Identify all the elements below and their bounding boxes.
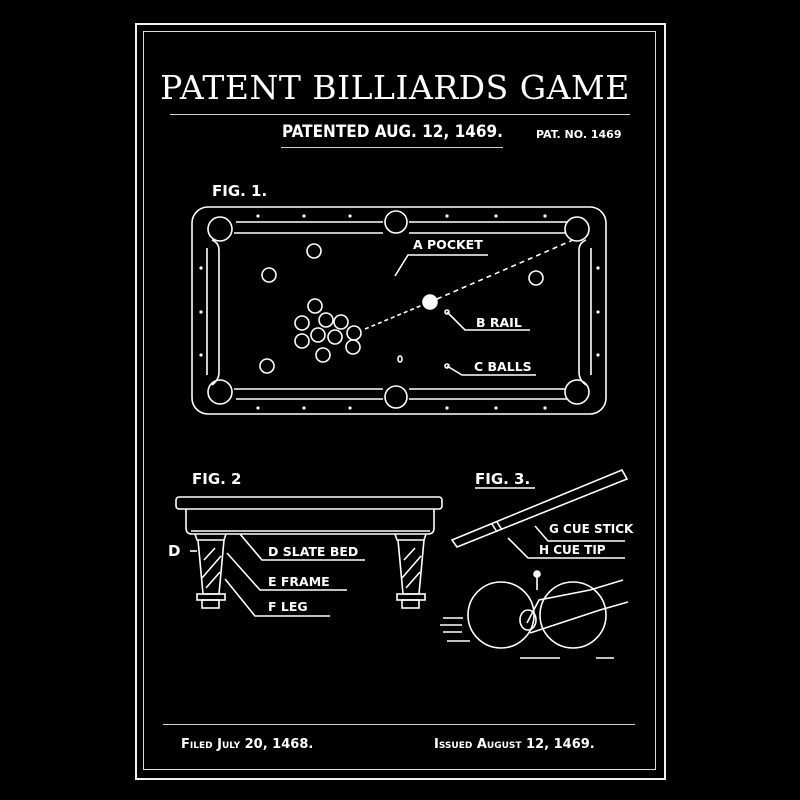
- callout-e-frame: E FRAME: [268, 574, 330, 589]
- cue-stick-and-balls: [440, 468, 629, 659]
- callout-b-rail: B RAIL: [476, 315, 522, 330]
- pool-table-top-view: [191, 206, 607, 415]
- fig3-label: FIG. 3.: [475, 470, 531, 488]
- callout-a-pocket: A POCKET: [413, 237, 483, 252]
- fig1-label: FIG. 1.: [212, 182, 268, 200]
- callout-g-cue-stick: G CUE STICK: [549, 522, 634, 536]
- footer-divider: [163, 724, 635, 725]
- callout-c-balls: C BALLS: [474, 359, 532, 374]
- title-divider: [170, 114, 630, 115]
- fig2-label: FIG. 2: [192, 470, 242, 488]
- filed-date: Filed July 20, 1468.: [181, 737, 314, 752]
- issued-date: Issued August 12, 1469.: [434, 737, 595, 752]
- patent-number: PAT. NO. 1469: [536, 128, 622, 141]
- inner-border: [143, 31, 656, 770]
- page-title: PATENT BILLIARDS GAME: [160, 68, 630, 107]
- outer-border: [135, 23, 666, 780]
- callout-d-slate-bed: D SLATE BED: [268, 544, 359, 559]
- patented-underline: [281, 147, 503, 148]
- patented-date: PATENTED AUG. 12, 1469.: [282, 122, 503, 142]
- side-marker-d: D: [168, 542, 181, 560]
- pool-table-side-view: [175, 496, 443, 617]
- callout-h-cue-tip: H CUE TIP: [539, 543, 606, 557]
- callout-f-leg: F LEG: [268, 599, 308, 614]
